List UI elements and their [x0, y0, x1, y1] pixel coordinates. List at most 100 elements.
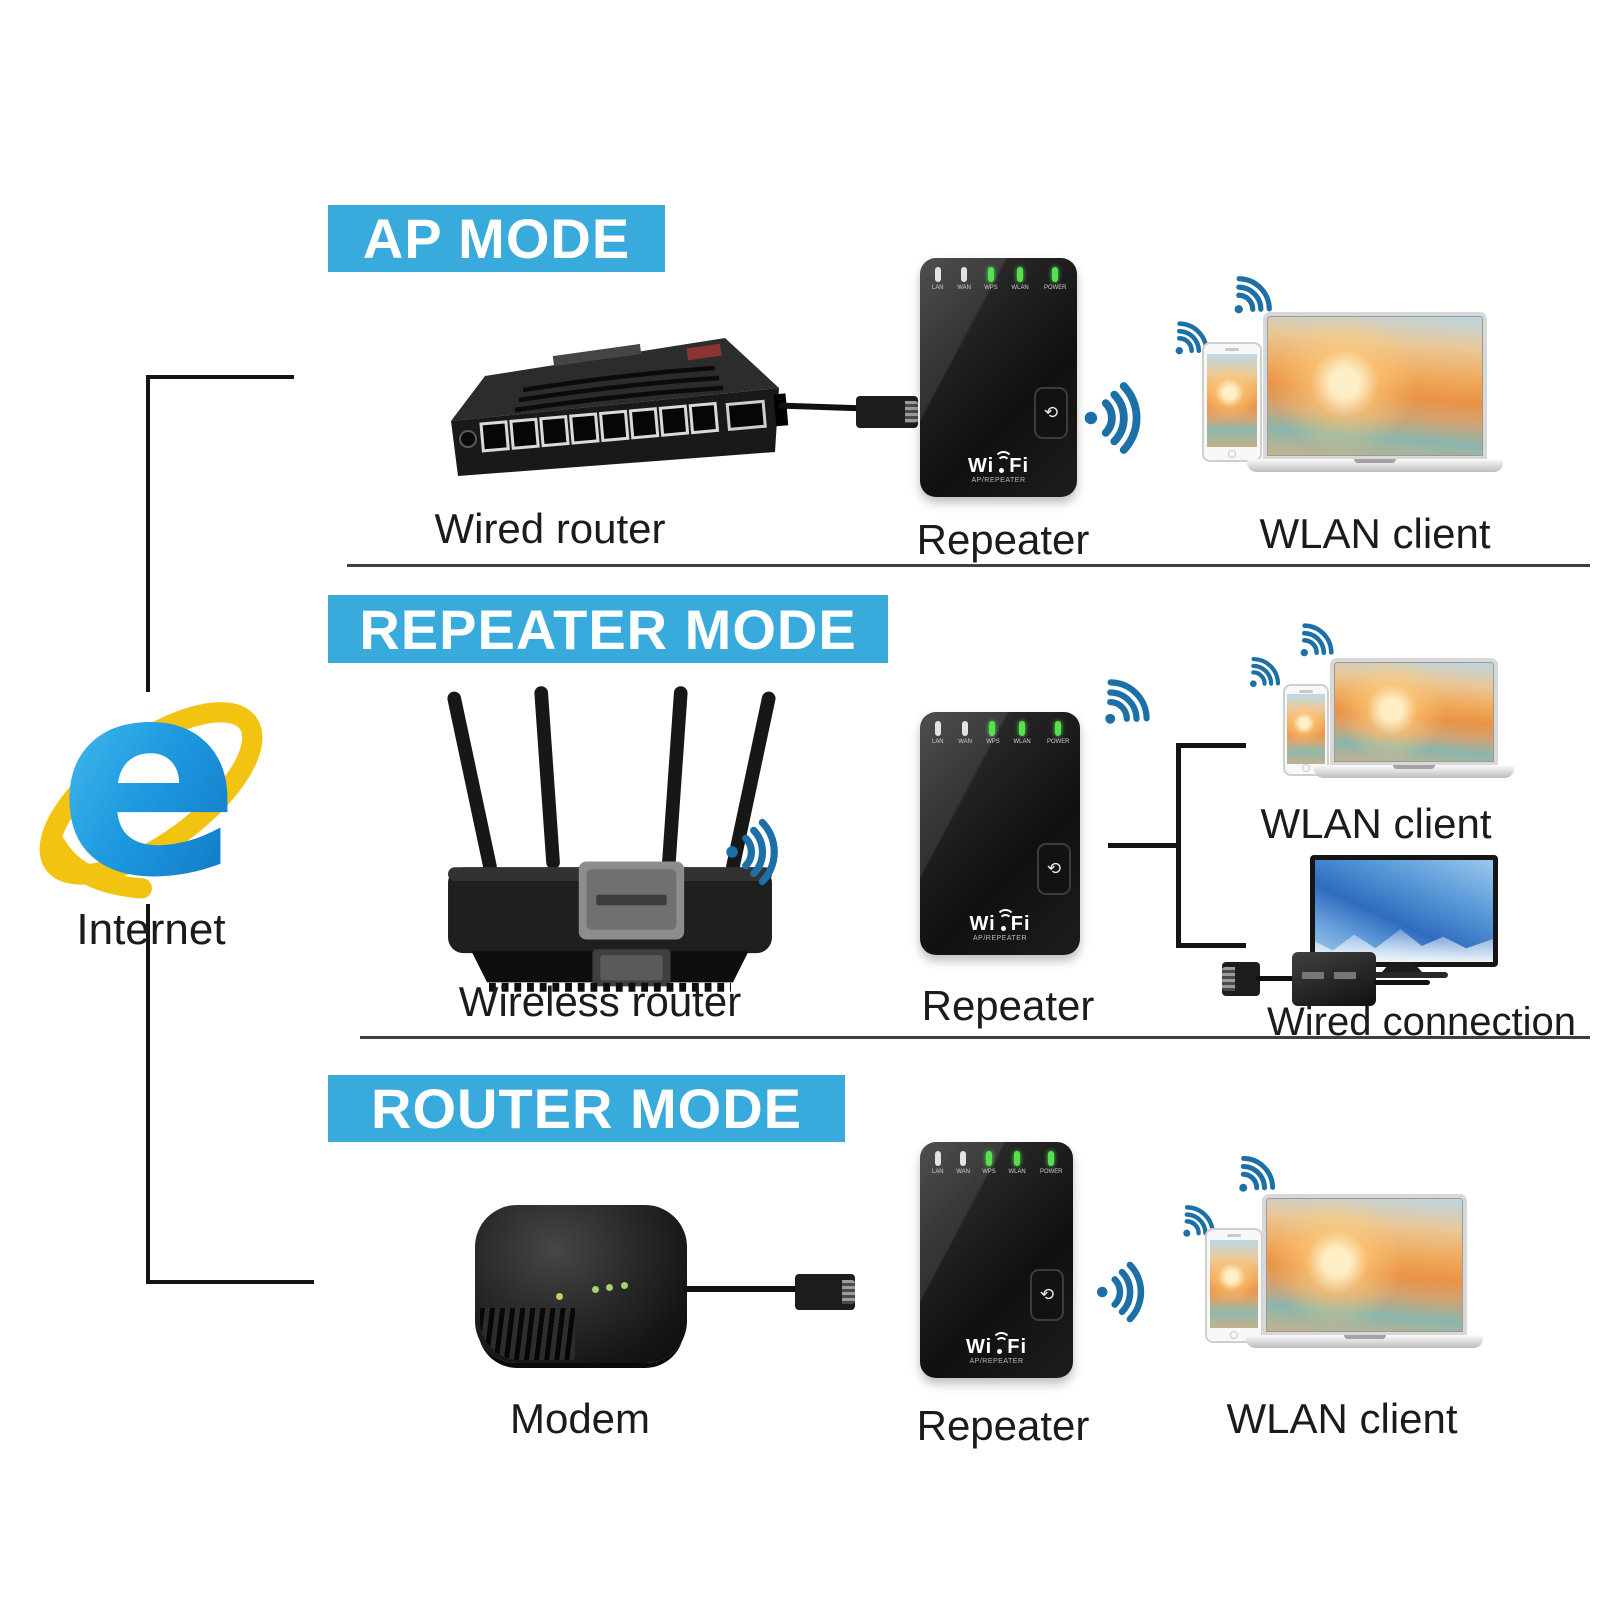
wifi-logo-arc-icon — [994, 451, 1014, 474]
repeater-label: Repeater — [916, 1402, 1090, 1449]
repeater-led-wps: WPS — [985, 721, 1001, 745]
repeater-branch-line — [1108, 843, 1180, 848]
led-label: POWER — [1043, 284, 1066, 291]
wifi-signal-icon — [1093, 1248, 1159, 1336]
wireless-router-label: Wireless router — [458, 978, 742, 1025]
adapter-port — [1334, 972, 1356, 979]
wifi-signal-icon — [1234, 643, 1293, 702]
led-label: WAN — [957, 738, 972, 745]
ethernet-cable — [683, 1286, 801, 1292]
branch-to-wlan-line — [1176, 743, 1246, 748]
repeater-led-power: POWER — [1038, 1151, 1064, 1175]
laptop-screen — [1263, 312, 1487, 460]
led-light-icon — [1047, 1151, 1054, 1166]
rj45-connector-icon — [795, 1274, 855, 1310]
repeater-led-wps: WPS — [983, 267, 999, 291]
banner-ap-mode: AP MODE — [328, 205, 665, 272]
rj45-connector-icon — [856, 396, 918, 428]
repeater-led-lan: LAN — [931, 721, 945, 745]
led-label: POWER — [1046, 738, 1069, 745]
led-label: LAN — [932, 1168, 944, 1175]
laptop-base — [1314, 765, 1514, 778]
branch-to-wired-line — [1176, 943, 1246, 948]
led-light-icon — [934, 1151, 941, 1166]
wifi-signal-icon — [1079, 656, 1172, 749]
repeater-led-wlan: WLAN — [1010, 267, 1030, 291]
led-light-icon — [960, 267, 967, 282]
repeater-led-wps: WPS — [981, 1151, 997, 1175]
wlan-client-label: WLAN client — [1260, 800, 1492, 847]
wlan-client-label: WLAN client — [1226, 1395, 1458, 1442]
internet-label: Internet — [76, 905, 226, 954]
banner-router-mode: ROUTER MODE — [328, 1075, 845, 1142]
wifi-logo-arc-icon — [995, 909, 1015, 932]
led-light-icon — [959, 1151, 966, 1166]
phone-screen — [1210, 1240, 1258, 1328]
wps-sync-icon: ⟲ — [1043, 403, 1059, 423]
led-light-icon — [961, 721, 968, 736]
section-divider — [347, 564, 1590, 567]
led-light-icon — [1051, 267, 1058, 282]
laptop-base — [1247, 459, 1503, 472]
repeater-led-wlan: WLAN — [1007, 1151, 1027, 1175]
internet-explorer-icon: e — [39, 624, 263, 937]
wifi-signal-icon — [722, 812, 794, 892]
internet-branch-bottom-line — [146, 1280, 314, 1284]
tv-stand-base — [1356, 972, 1448, 978]
led-light-icon — [985, 1151, 992, 1166]
led-label: LAN — [932, 284, 944, 291]
tv-stand — [1382, 962, 1422, 972]
wifi-signal-icon — [1221, 1140, 1292, 1211]
laptop-image — [1314, 658, 1514, 778]
wps-sync-icon: ⟲ — [1039, 1285, 1055, 1305]
modem-led — [606, 1284, 614, 1291]
led-light-icon — [1019, 721, 1026, 736]
led-label: WLAN — [1008, 1168, 1026, 1175]
repeater-led-row: LAN WAN WPS WLAN POWER — [931, 1151, 1064, 1175]
modem-label: Modem — [509, 1395, 651, 1442]
laptop-image — [1247, 312, 1503, 472]
led-label: POWER — [1039, 1168, 1062, 1175]
led-label: WAN — [955, 1168, 970, 1175]
repeater-led-lan: LAN — [931, 267, 945, 291]
laptop-image — [1246, 1194, 1483, 1348]
adapter-port — [1302, 972, 1324, 979]
led-light-icon — [987, 267, 994, 282]
wps-button: ⟲ — [1037, 843, 1071, 896]
wireless-router-image — [430, 678, 790, 1000]
smartphone-image — [1202, 342, 1262, 462]
wps-button: ⟲ — [1034, 387, 1068, 440]
modem-image — [475, 1205, 687, 1363]
rj45-connector-icon — [1222, 962, 1260, 996]
internet-branch-top-line — [146, 375, 294, 379]
led-label: WPS — [982, 1168, 996, 1175]
repeater-label: Repeater — [921, 982, 1095, 1029]
led-light-icon — [934, 267, 941, 282]
led-label: LAN — [932, 738, 944, 745]
wps-button: ⟲ — [1030, 1269, 1064, 1322]
led-light-icon — [989, 721, 996, 736]
repeater-led-wan: WAN — [957, 721, 973, 745]
wps-sync-icon: ⟲ — [1046, 859, 1062, 879]
wifi-signal-icon — [1283, 608, 1348, 673]
repeater-led-lan: LAN — [931, 1151, 945, 1175]
led-light-icon — [1054, 721, 1061, 736]
banner-repeater-mode: REPEATER MODE — [328, 595, 888, 663]
repeater-led-wlan: WLAN — [1012, 721, 1032, 745]
smartphone-image — [1205, 1228, 1263, 1343]
repeater-led-power: POWER — [1042, 267, 1068, 291]
led-label: WLAN — [1011, 284, 1029, 291]
laptop-base — [1246, 1335, 1483, 1348]
wired-router-image — [425, 326, 805, 486]
led-label: WPS — [985, 738, 1000, 745]
tv-image — [1310, 855, 1498, 967]
wifi-signal-icon — [1080, 376, 1158, 460]
laptop-screen — [1262, 1194, 1467, 1336]
branch-vertical-line — [1176, 743, 1181, 948]
led-label: WLAN — [1013, 738, 1032, 745]
modem-led — [591, 1285, 599, 1293]
